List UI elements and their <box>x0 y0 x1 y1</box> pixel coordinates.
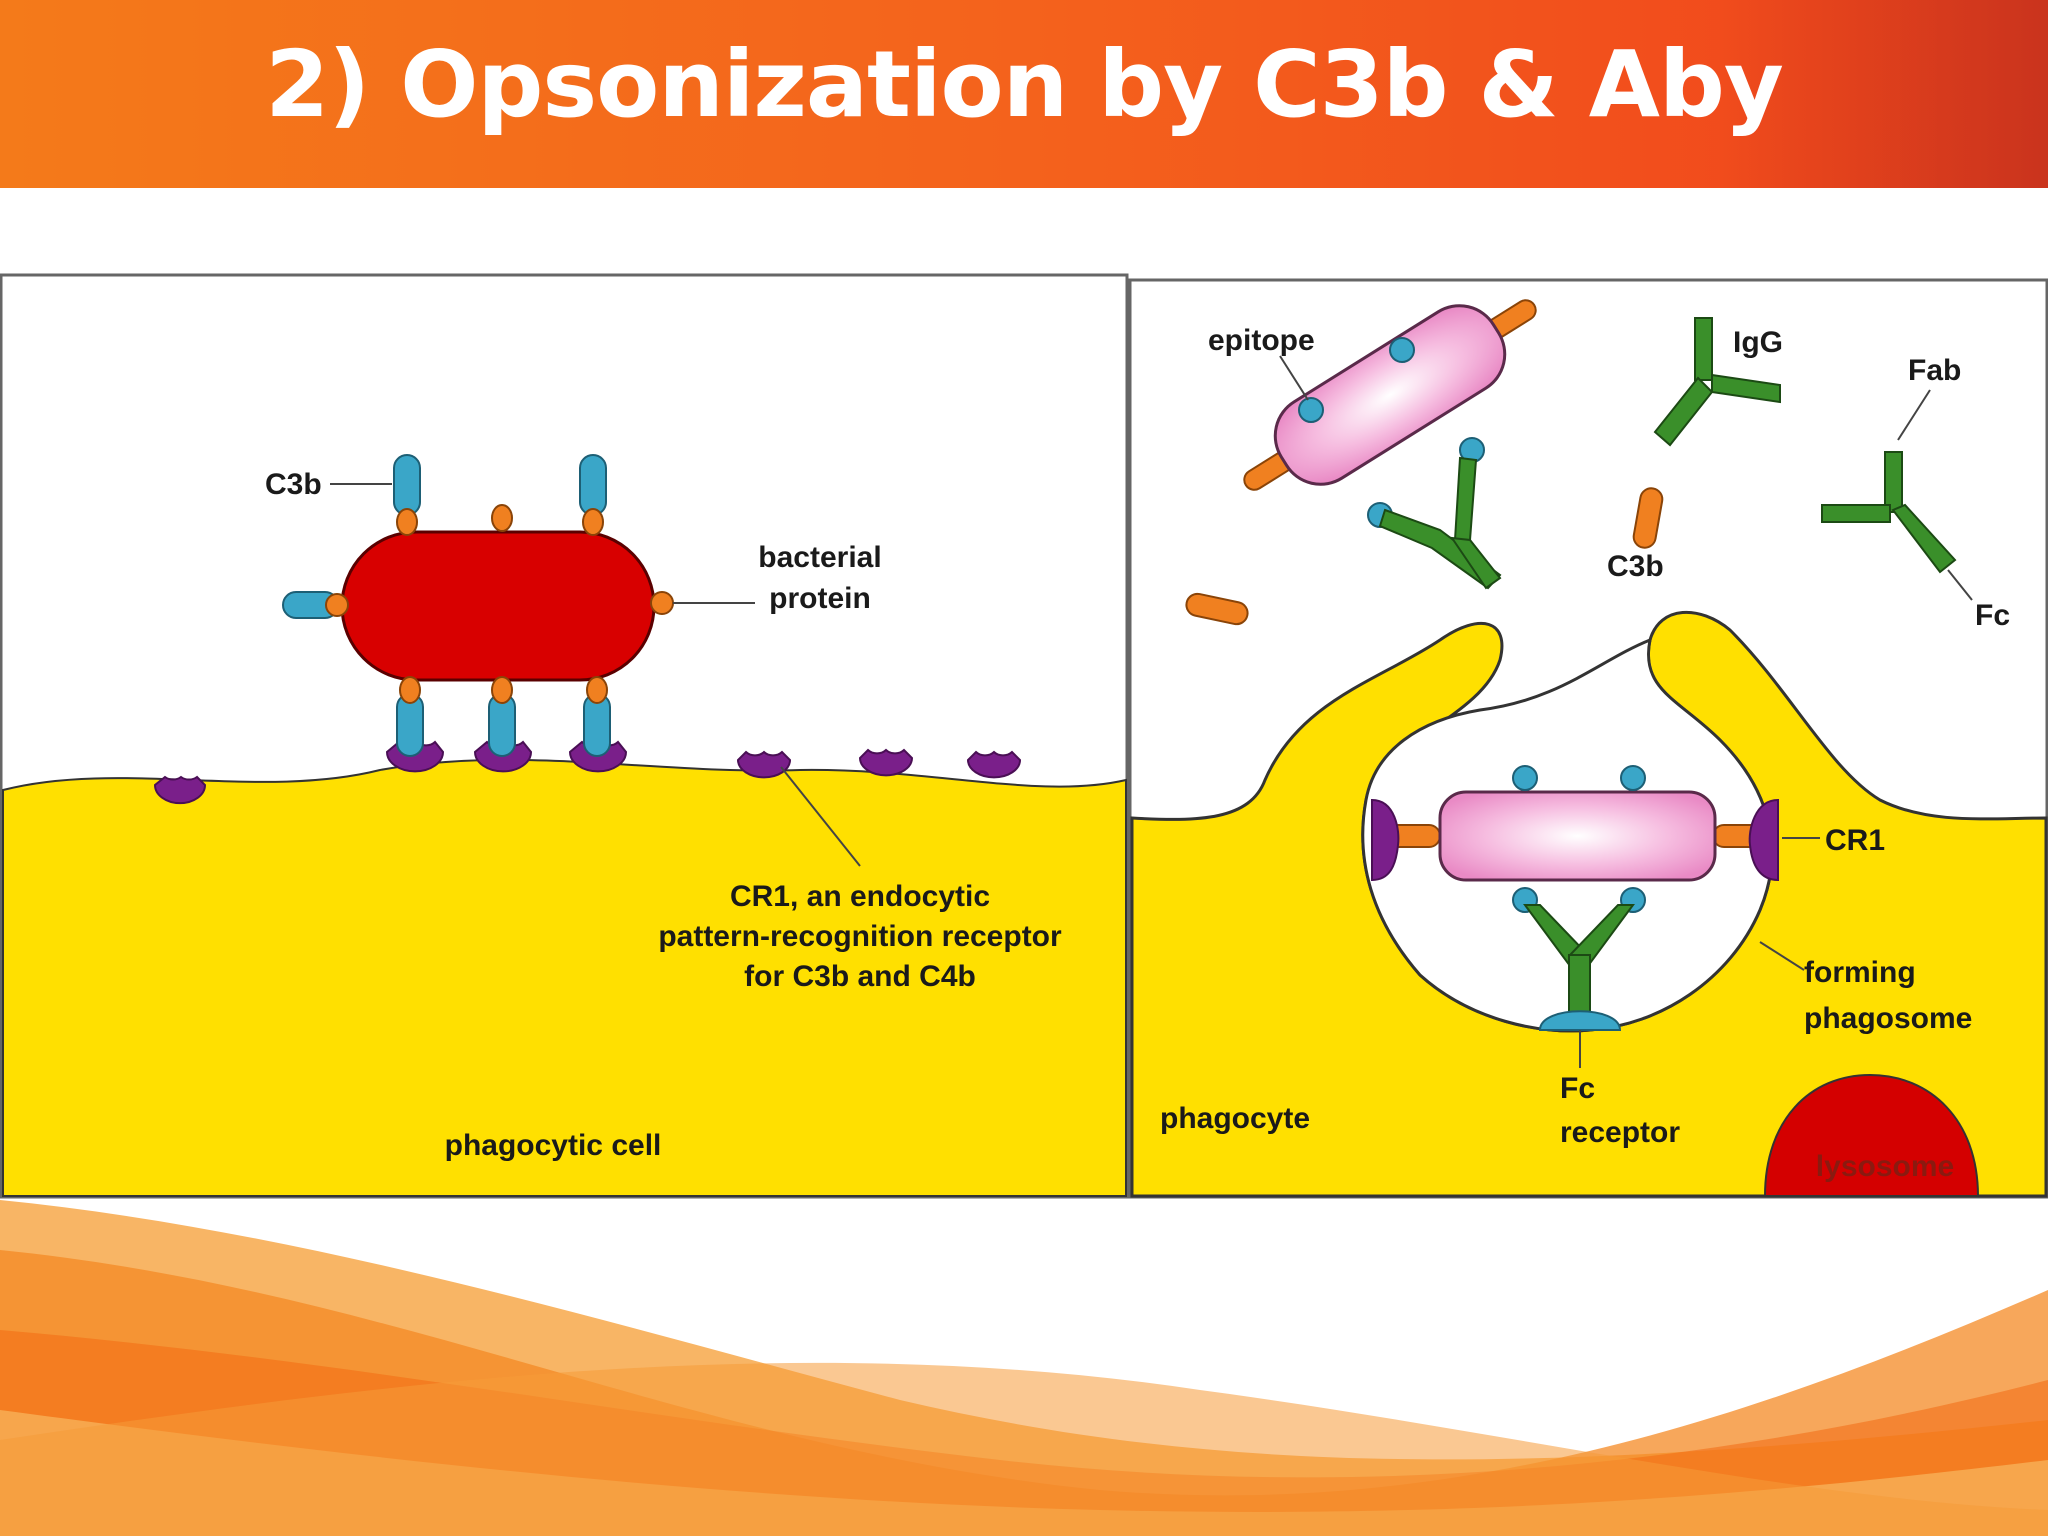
cr1-receptor <box>153 775 207 805</box>
epitope <box>1298 397 1324 423</box>
bacterial-protein <box>491 676 513 704</box>
epitopes-top <box>1298 337 1485 528</box>
epitope <box>1512 765 1538 791</box>
epitope <box>1620 765 1646 791</box>
right-leader-lines <box>1279 355 1973 1068</box>
bacterium <box>340 530 656 682</box>
fab-leader <box>1897 389 1931 441</box>
right-panel: epitope IgG Fab C3b Fc CR1 forming phago… <box>1128 278 2048 1199</box>
bacterial-protein <box>491 504 513 532</box>
antigen-body <box>1273 304 1507 486</box>
label-bacterial-protein-2: protein <box>769 582 871 615</box>
label-fc-receptor-1: Fc <box>1560 1072 1595 1105</box>
lysosome <box>1763 1073 1980 1197</box>
phagosome-leader <box>1759 941 1805 971</box>
label-forming: forming <box>1804 956 1916 989</box>
igg-bound-top <box>1378 456 1502 590</box>
label-fc: Fc <box>1975 599 2010 632</box>
c3b-fragment <box>579 454 607 516</box>
slide-title: 2) Opsonization by C3b & Aby <box>265 31 1784 138</box>
label-lysosome: lysosome <box>1816 1150 1954 1183</box>
left-panel: C3b bacterial protein CR1, an endocytic … <box>0 273 1129 1199</box>
igg-phagosome <box>1523 904 1635 1019</box>
label-fab: Fab <box>1908 354 1961 387</box>
label-fc-receptor-2: receptor <box>1560 1116 1680 1149</box>
epitopes-ingested <box>1512 765 1646 913</box>
igg-fab-fc <box>1821 451 1957 574</box>
bacterial-proteins <box>325 504 674 704</box>
label-phagosome: phagosome <box>1804 1002 1972 1035</box>
bacterial-protein <box>325 593 349 617</box>
label-c3b-right: C3b <box>1607 550 1664 583</box>
free-antigen <box>1243 299 1537 491</box>
free-c3b <box>1185 592 1249 626</box>
label-cr1-1: CR1, an endocytic <box>730 880 990 913</box>
bacterial-protein <box>399 676 421 704</box>
cr1-receptor-phagosome <box>1371 798 1400 882</box>
bacterial-protein <box>586 676 608 704</box>
banner-shade <box>1718 0 2048 188</box>
label-phagocytic-cell: phagocytic cell <box>445 1129 662 1162</box>
label-cr1-2: pattern-recognition receptor <box>658 920 1062 953</box>
cr1-leader <box>780 766 861 867</box>
cr1-receptor <box>736 750 792 779</box>
left-leader-lines <box>330 483 861 867</box>
c3b-fragment <box>393 454 421 516</box>
decorative-waves <box>0 1200 2048 1536</box>
fc-leader <box>1947 569 1973 601</box>
cr1-receptor-phagosome <box>1748 798 1779 882</box>
fc-receptor <box>1538 1010 1622 1031</box>
label-igg: IgG <box>1733 326 1783 359</box>
label-phagocyte: phagocyte <box>1160 1102 1310 1135</box>
igg-free <box>1653 317 1781 447</box>
bacterial-protein <box>396 508 418 536</box>
epitope-leader <box>1279 355 1309 401</box>
label-c3b-left: C3b <box>265 468 322 501</box>
c3b-fragments <box>282 454 611 757</box>
cr1-receptor <box>966 750 1022 779</box>
label-cr1: CR1 <box>1825 824 1885 857</box>
antigen-body <box>1438 790 1717 882</box>
title-banner <box>0 0 2048 188</box>
label-cr1-3: for C3b and C4b <box>744 960 976 993</box>
wave-5 <box>0 1362 2048 1536</box>
cr1-receptors <box>153 740 1022 805</box>
label-epitope: epitope <box>1208 324 1315 357</box>
epitope <box>1389 337 1415 363</box>
free-c3b <box>1632 487 1664 549</box>
label-bacterial-protein-1: bacterial <box>758 541 881 574</box>
cr1-receptor <box>858 748 914 777</box>
bacterial-protein <box>650 591 674 615</box>
bacterial-protein <box>582 508 604 536</box>
